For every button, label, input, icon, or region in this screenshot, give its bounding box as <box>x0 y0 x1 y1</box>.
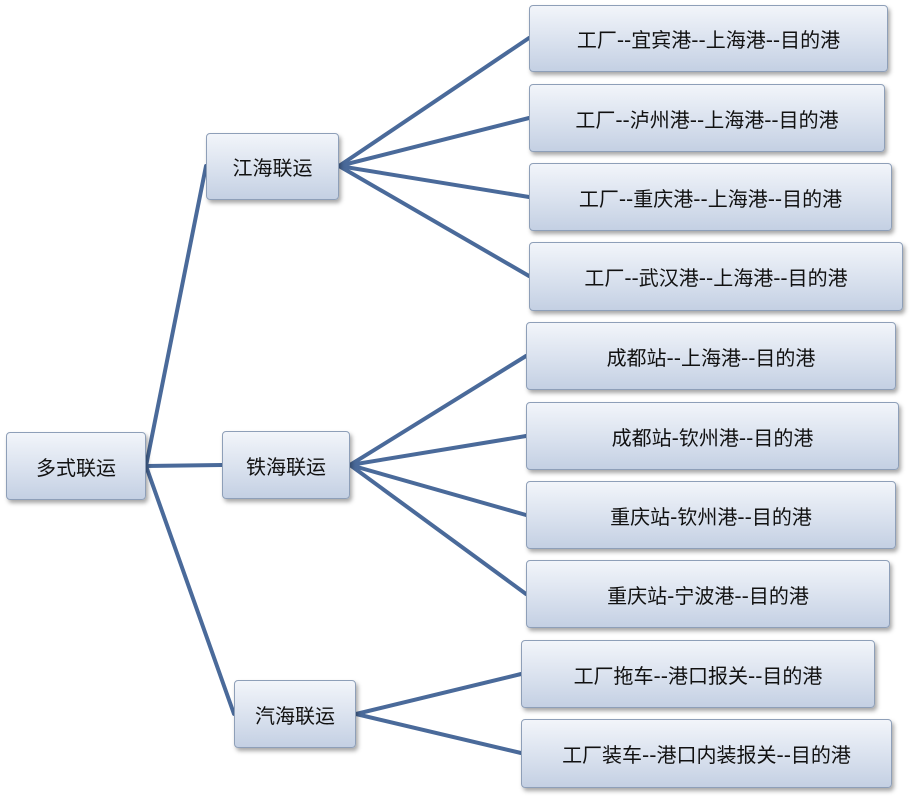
branch-node-road-sea: 汽海联运 <box>234 680 356 748</box>
root-node: 多式联运 <box>6 432 146 500</box>
connector-line <box>144 164 208 468</box>
route-node: 工厂--武汉港--上海港--目的港 <box>529 242 903 311</box>
connector-line <box>337 164 531 199</box>
route-node: 工厂装车--港口内装报关--目的港 <box>521 719 892 788</box>
connector-line <box>348 463 528 517</box>
connector-line <box>348 434 528 467</box>
route-node: 重庆站-钦州港--目的港 <box>526 481 896 549</box>
branch-node-rail-sea: 铁海联运 <box>222 431 350 499</box>
connector-line <box>337 164 531 278</box>
branch-node-river-sea: 江海联运 <box>206 133 339 200</box>
connector-line <box>144 463 224 468</box>
connector-lines <box>144 36 531 755</box>
connector-line <box>348 463 528 596</box>
connector-line <box>354 672 523 716</box>
connector-line <box>348 354 528 467</box>
connector-line <box>337 36 531 168</box>
connector-line <box>337 116 531 168</box>
route-node: 成都站--上海港--目的港 <box>526 322 896 390</box>
route-node: 工厂拖车--港口报关--目的港 <box>521 640 875 708</box>
route-node: 重庆站-宁波港--目的港 <box>526 560 890 628</box>
route-node: 工厂--重庆港--上海港--目的港 <box>529 163 892 231</box>
route-node: 工厂--泸州港--上海港--目的港 <box>529 84 885 152</box>
connector-line <box>354 712 523 755</box>
route-node: 工厂--宜宾港--上海港--目的港 <box>529 5 888 72</box>
route-node: 成都站-钦州港--目的港 <box>526 402 899 470</box>
connector-line <box>144 464 236 716</box>
